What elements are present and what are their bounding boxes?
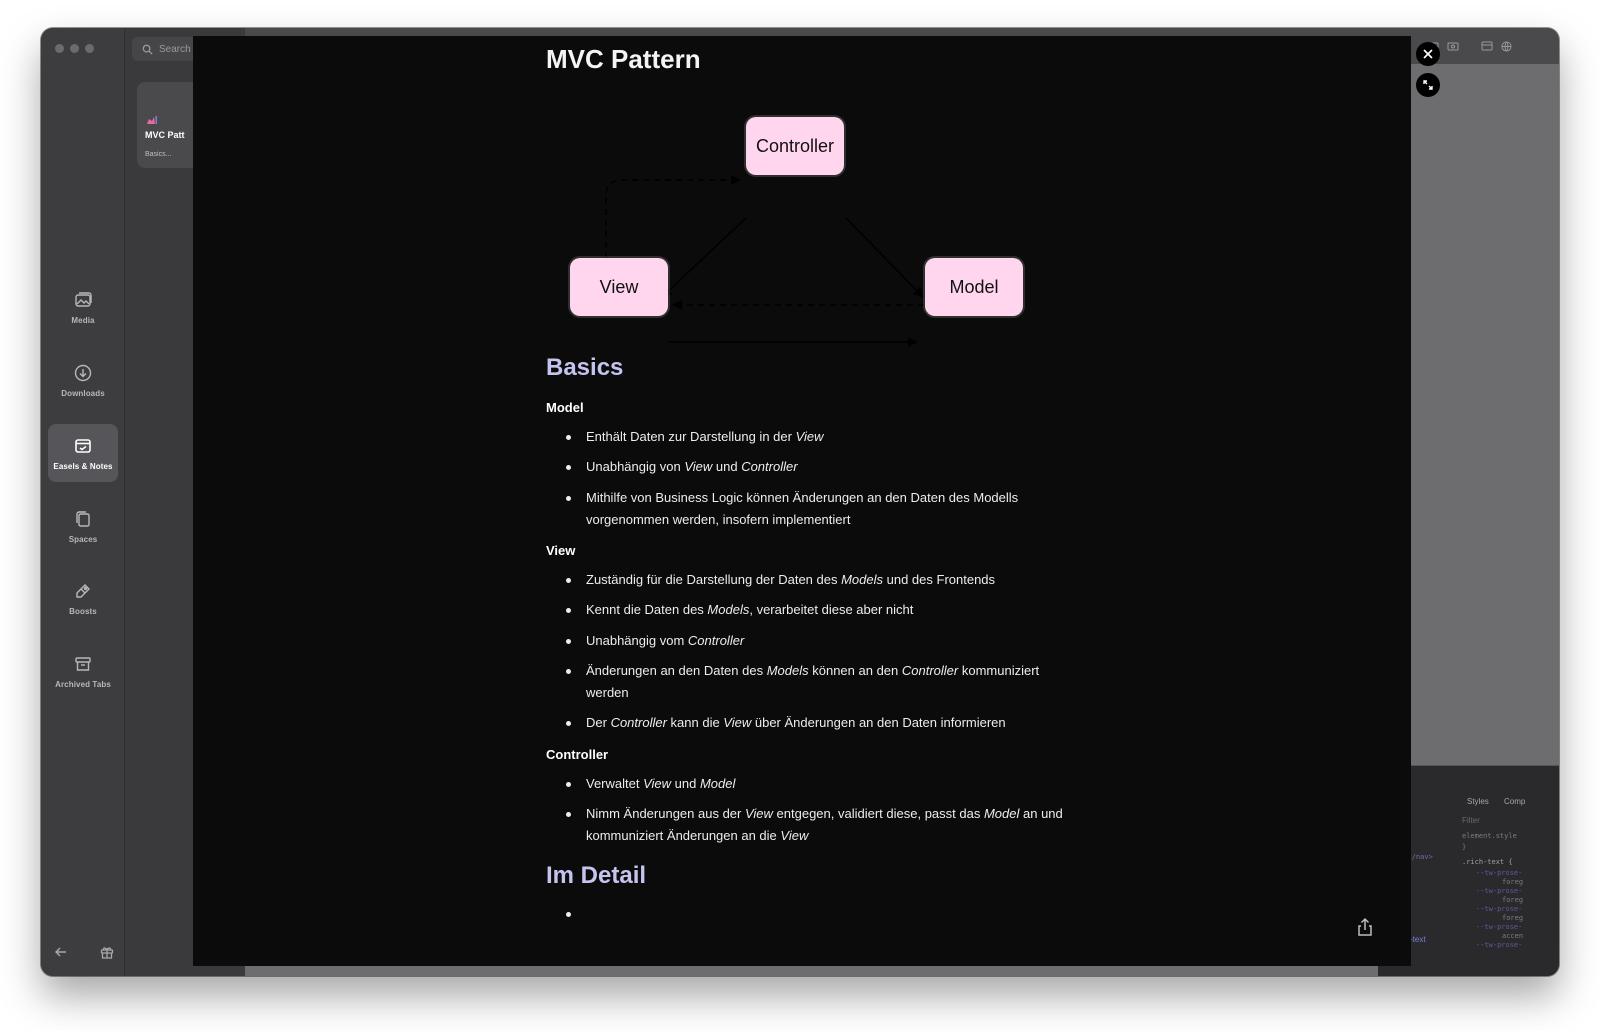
devtools-prop: --tw-prose-	[1476, 887, 1523, 895]
devtools-prop: foreg	[1502, 896, 1524, 904]
sidebar-item-label: Downloads	[61, 388, 105, 398]
page-title: MVC Pattern	[546, 44, 701, 74]
window-controls	[55, 44, 94, 53]
zoom-window-button[interactable]	[85, 44, 94, 53]
list-item: Verwaltet View und Model	[566, 773, 1066, 795]
sidebar: Media Downloads Easels & Notes Spaces Bo…	[41, 28, 125, 976]
devtools-tab-styles[interactable]: Styles	[1467, 797, 1489, 806]
search-placeholder: Search	[159, 43, 191, 55]
devtools-prop: --tw-prose-	[1476, 941, 1523, 949]
sidebar-item-label: Spaces	[68, 534, 98, 544]
spaces-icon	[76, 510, 90, 527]
sidebar-item-archived-tabs[interactable]: Archived Tabs	[48, 642, 118, 700]
list-item: Änderungen an den Daten des Models könne…	[566, 660, 1066, 704]
controller-to-model-arrow	[845, 217, 924, 298]
basics-heading: Basics	[546, 354, 624, 381]
sidebar-item-media[interactable]: Media	[48, 278, 118, 336]
screenshot-icon[interactable]	[1447, 41, 1459, 51]
list-item: Nimm Änderungen aus der View entgegen, v…	[566, 803, 1066, 847]
devtools-prop: foreg	[1502, 914, 1524, 922]
sidebar-footer	[41, 944, 125, 964]
list-item: Unabhängig von View und Controller	[566, 456, 1066, 478]
devtools-selector: .rich-text {	[1462, 858, 1513, 866]
view-node: View	[570, 258, 668, 316]
boosts-icon	[76, 583, 90, 598]
sidebar-item-downloads[interactable]: Downloads	[48, 351, 118, 409]
sidebar-item-label: Media	[71, 315, 95, 325]
note-viewer-modal: MVC Pattern Controller Vi	[193, 36, 1411, 966]
list-item: Der Controller kann die View über Änderu…	[566, 712, 1066, 734]
list-item: Enthält Daten zur Darstellung in der Vie…	[566, 426, 1066, 448]
expand-icon	[1423, 80, 1433, 90]
controller-to-view-arrow	[661, 217, 747, 298]
search-icon	[142, 44, 153, 55]
sidebar-item-label: Boosts	[69, 606, 97, 616]
model-heading: Model	[546, 400, 584, 415]
archive-icon	[75, 656, 91, 671]
controller-node: Controller	[746, 117, 844, 175]
close-window-button[interactable]	[55, 44, 64, 53]
model-node: Model	[925, 258, 1023, 316]
sidebar-item-spaces[interactable]: Spaces	[48, 497, 118, 555]
arrow-left-icon[interactable]	[53, 944, 69, 960]
devtools-prop: --tw-prose-	[1476, 923, 1523, 931]
controller-heading: Controller	[546, 747, 609, 762]
sidebar-item-boosts[interactable]: Boosts	[48, 569, 118, 627]
close-icon	[1423, 49, 1433, 59]
view-heading: View	[546, 543, 576, 558]
mvc-diagram: Controller View Model	[546, 106, 1066, 356]
sidebar-item-label: Easels & Notes	[53, 461, 113, 471]
window-icon[interactable]	[1481, 41, 1493, 51]
list-item: Zuständig für die Darstellung der Daten …	[566, 569, 1066, 591]
close-button[interactable]	[1416, 42, 1440, 66]
download-icon	[74, 364, 92, 381]
gift-icon[interactable]	[99, 944, 115, 960]
sidebar-item-label: Archived Tabs	[55, 679, 111, 689]
devtools-element-style: element.style	[1462, 832, 1517, 840]
list-item: Mithilfe von Business Logic können Änder…	[566, 487, 1066, 531]
note-card-title: MVC Patt	[145, 130, 185, 140]
expand-button[interactable]	[1416, 73, 1440, 97]
media-icon	[75, 291, 92, 307]
minimize-window-button[interactable]	[70, 44, 79, 53]
devtools-prop: --tw-prose-	[1476, 869, 1523, 877]
view-to-controller-arrow	[605, 175, 741, 292]
devtools-brace: }	[1462, 843, 1467, 851]
globe-icon[interactable]	[1501, 41, 1512, 52]
devtools-prop: accen	[1502, 932, 1524, 940]
note-card-subtitle: Basics...	[145, 151, 172, 158]
diagram-arrows	[605, 175, 924, 347]
easel-icon	[75, 438, 91, 453]
list-item: Unabhängig vom Controller	[566, 630, 1066, 652]
unicorn-icon	[147, 116, 157, 124]
share-icon[interactable]	[1356, 917, 1374, 937]
devtools-tab-computed[interactable]: Comp	[1504, 797, 1526, 806]
list-item: Kennt die Daten des Models, verarbeitet …	[566, 599, 1066, 621]
devtools-prop: --tw-prose-	[1476, 905, 1523, 913]
devtools-filter-input[interactable]: Filter	[1462, 816, 1480, 825]
devtools-prop: foreg	[1502, 878, 1524, 886]
detail-heading: Im Detail	[546, 862, 647, 889]
sidebar-item-easels-notes[interactable]: Easels & Notes	[48, 424, 118, 482]
